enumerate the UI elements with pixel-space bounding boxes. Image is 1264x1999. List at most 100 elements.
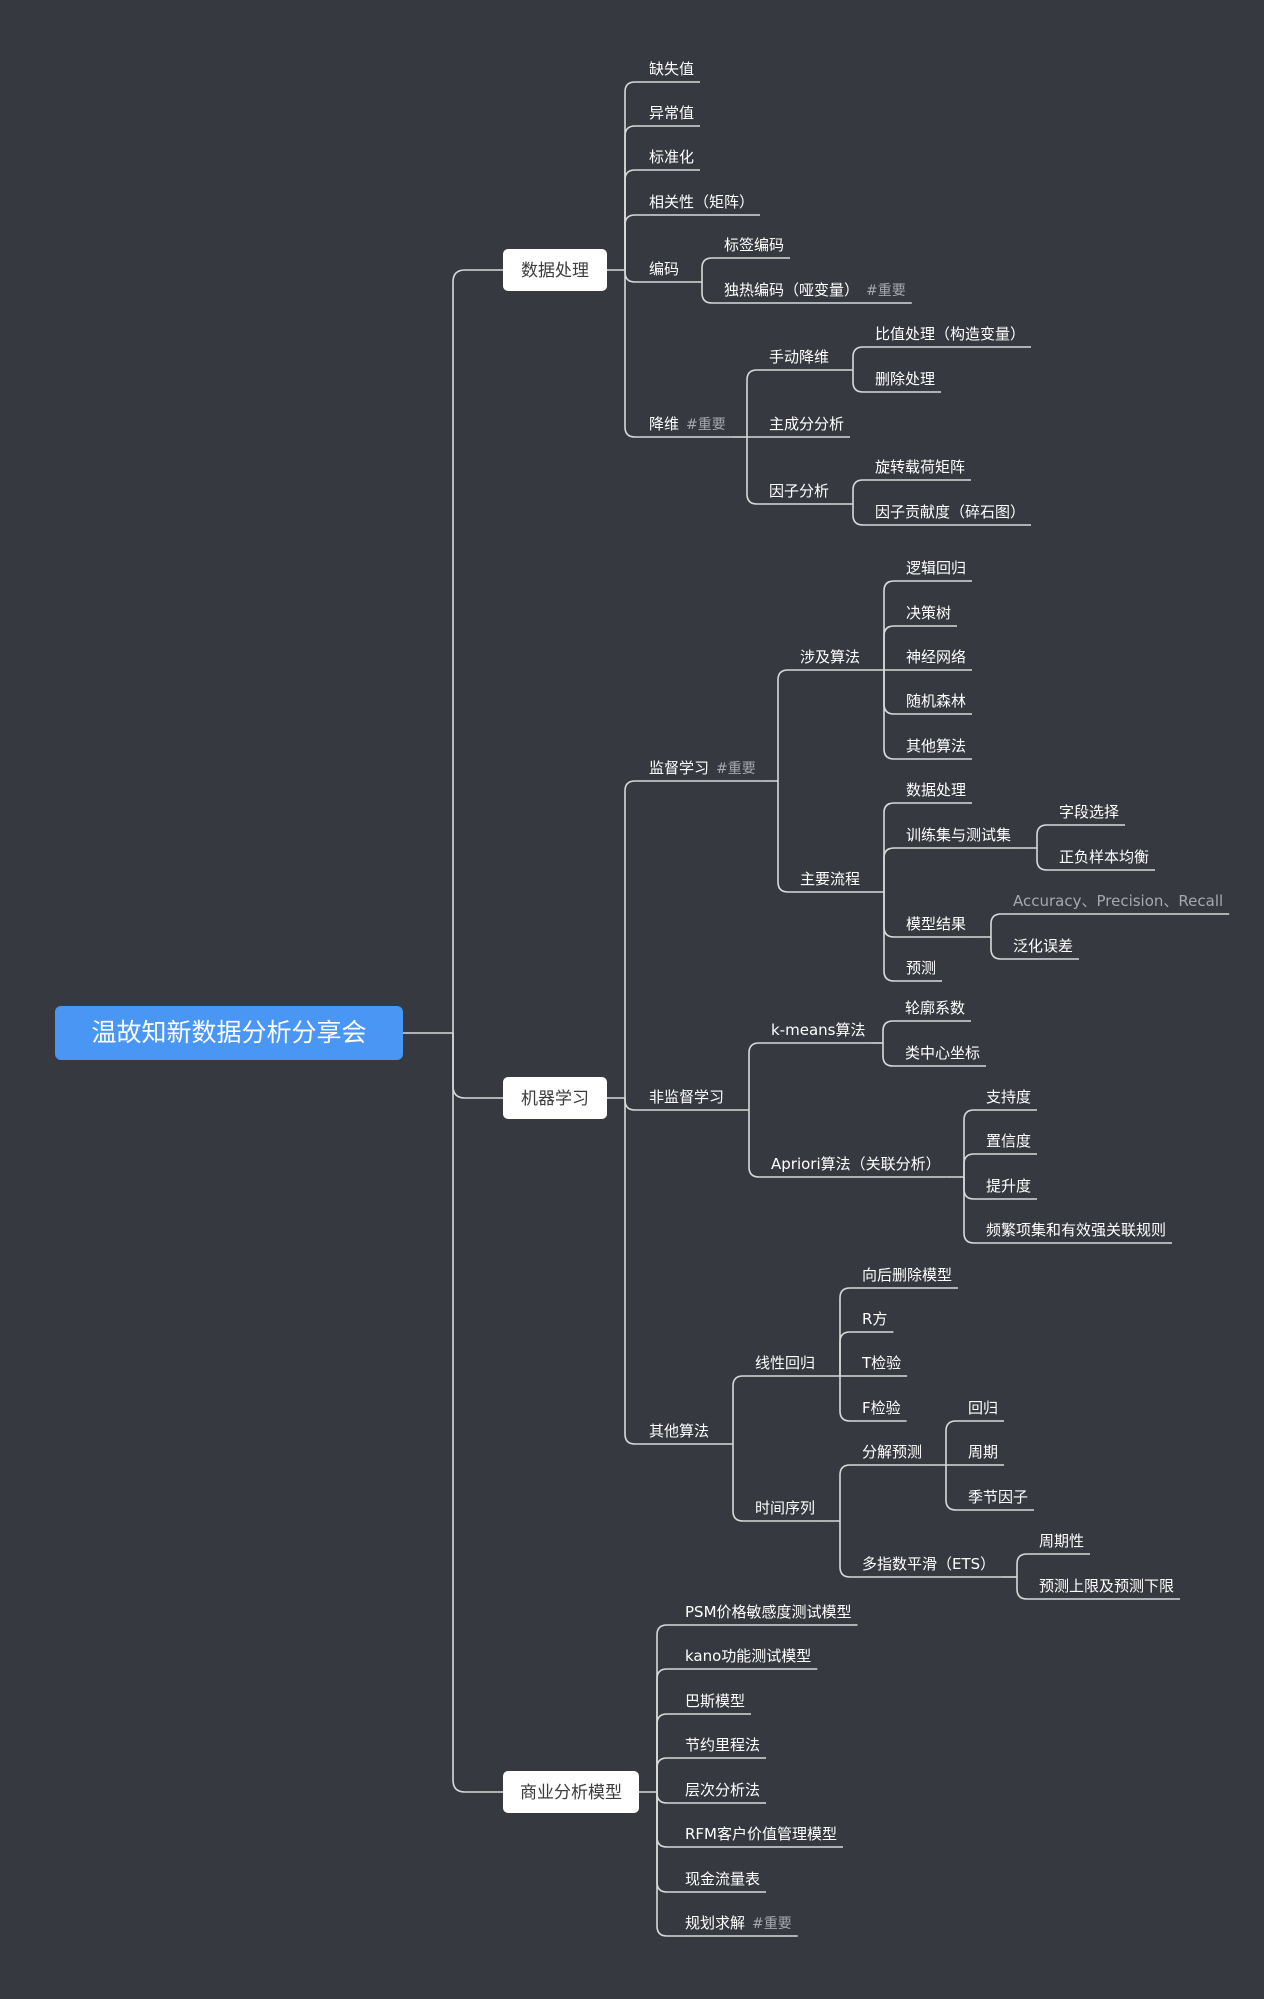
node-label: Apriori算法（关联分析） bbox=[771, 1155, 941, 1173]
connector bbox=[656, 1757, 681, 1792]
node-label: 其他算法 bbox=[649, 1422, 709, 1440]
node-m-1-1[interactable]: Apriori算法（关联分析） bbox=[767, 1155, 947, 1178]
important-tag: #重要 bbox=[866, 283, 906, 299]
connector bbox=[656, 1713, 681, 1792]
connector bbox=[963, 1177, 982, 1244]
topic-b[interactable]: 商业分析模型 bbox=[503, 1771, 639, 1813]
node-m-0-0-3[interactable]: 随机森林 bbox=[902, 692, 973, 715]
node-m-2-1-0-0[interactable]: 回归 bbox=[964, 1399, 1005, 1422]
node-m-0-1-2-1[interactable]: 泛化误差 bbox=[1009, 937, 1080, 960]
node-d-5-2-1[interactable]: 因子贡献度（碎石图） bbox=[871, 503, 1032, 526]
connector bbox=[624, 1098, 645, 1445]
node-b-7[interactable]: 规划求解#重要 bbox=[681, 1914, 798, 1937]
node-label: F检验 bbox=[862, 1399, 901, 1417]
node-m-0-1-2[interactable]: 模型结果 bbox=[902, 915, 973, 938]
node-m-1-0-1[interactable]: 类中心坐标 bbox=[901, 1044, 987, 1067]
node-m-0-1-3[interactable]: 预测 bbox=[902, 959, 943, 982]
connector bbox=[852, 346, 871, 370]
node-d-5-0-1[interactable]: 删除处理 bbox=[871, 370, 942, 393]
node-d-5-2[interactable]: 因子分析 bbox=[765, 482, 836, 505]
node-m-2-0-0[interactable]: 向后删除模型 bbox=[858, 1266, 959, 1289]
node-m-2-1-0-2[interactable]: 季节因子 bbox=[964, 1488, 1035, 1511]
node-label: 现金流量表 bbox=[685, 1870, 760, 1888]
topic-box bbox=[503, 249, 607, 291]
node-label: 比值处理（构造变量） bbox=[875, 325, 1025, 343]
node-m-2-0-2[interactable]: T检验 bbox=[858, 1354, 908, 1377]
node-m-0-0-1[interactable]: 决策树 bbox=[902, 604, 958, 627]
node-label: 分解预测 bbox=[862, 1443, 922, 1461]
node-m-1-1-2[interactable]: 提升度 bbox=[982, 1177, 1038, 1200]
node-m-0[interactable]: 监督学习#重要 bbox=[645, 759, 762, 782]
node-m-2-0-3[interactable]: F检验 bbox=[858, 1399, 907, 1422]
node-d-2[interactable]: 标准化 bbox=[645, 148, 701, 171]
node-m-1-0[interactable]: k-means算法 bbox=[767, 1021, 872, 1044]
node-m-1-1-0[interactable]: 支持度 bbox=[982, 1088, 1038, 1111]
node-d-3[interactable]: 相关性（矩阵） bbox=[645, 193, 761, 216]
node-m-2-1-1-0[interactable]: 周期性 bbox=[1035, 1532, 1091, 1555]
node-d-1[interactable]: 异常值 bbox=[645, 104, 701, 127]
node-label: RFM客户价值管理模型 bbox=[685, 1825, 837, 1843]
node-m-0-0-4[interactable]: 其他算法 bbox=[902, 737, 973, 760]
node-m-0-1[interactable]: 主要流程 bbox=[796, 870, 867, 893]
node-m-2-0-1[interactable]: R方 bbox=[858, 1310, 894, 1333]
node-b-2[interactable]: 巴斯模型 bbox=[681, 1692, 752, 1715]
connector bbox=[701, 257, 720, 282]
node-m-0-1-1[interactable]: 训练集与测试集 bbox=[902, 826, 1018, 849]
topic-box bbox=[503, 1077, 607, 1119]
connector bbox=[624, 169, 645, 270]
node-m-0-0[interactable]: 涉及算法 bbox=[796, 648, 867, 671]
node-d-5-0-0[interactable]: 比值处理（构造变量） bbox=[871, 325, 1032, 348]
node-m-2-1-1-1[interactable]: 预测上限及预测下限 bbox=[1035, 1577, 1181, 1600]
node-m-0-1-1-1[interactable]: 正负样本均衡 bbox=[1055, 848, 1156, 871]
node-b-6[interactable]: 现金流量表 bbox=[681, 1870, 767, 1893]
node-label: 轮廓系数 bbox=[905, 999, 965, 1017]
node-b-4[interactable]: 层次分析法 bbox=[681, 1781, 767, 1804]
node-label: 支持度 bbox=[986, 1088, 1031, 1106]
node-label: T检验 bbox=[861, 1354, 901, 1372]
connector bbox=[452, 269, 503, 1033]
node-d-4-1[interactable]: 独热编码（哑变量）#重要 bbox=[720, 281, 912, 304]
node-b-0[interactable]: PSM价格敏感度测试模型 bbox=[681, 1603, 858, 1626]
connector bbox=[748, 1042, 767, 1110]
node-d-5-0[interactable]: 手动降维 bbox=[765, 348, 836, 371]
node-m-1-1-1[interactable]: 置信度 bbox=[982, 1132, 1038, 1155]
node-d-4-0[interactable]: 标签编码 bbox=[720, 236, 791, 259]
node-label: 层次分析法 bbox=[685, 1781, 760, 1799]
root-topic-box bbox=[55, 1006, 403, 1060]
node-d-5[interactable]: 降维#重要 bbox=[645, 415, 732, 438]
node-b-3[interactable]: 节约里程法 bbox=[681, 1736, 767, 1759]
node-m-2-1-0-1[interactable]: 周期 bbox=[964, 1443, 1005, 1466]
node-m-2-1-1[interactable]: 多指数平滑（ETS） bbox=[858, 1555, 1002, 1578]
node-b-5[interactable]: RFM客户价值管理模型 bbox=[681, 1825, 843, 1848]
node-m-1[interactable]: 非监督学习 bbox=[645, 1088, 731, 1111]
node-m-1-0-0[interactable]: 轮廓系数 bbox=[901, 999, 972, 1022]
node-label: 主要流程 bbox=[800, 870, 860, 888]
connector bbox=[656, 1792, 681, 1893]
node-d-0[interactable]: 缺失值 bbox=[645, 60, 701, 83]
node-d-5-1[interactable]: 主成分分析 bbox=[765, 415, 851, 438]
node-m-0-0-0[interactable]: 逻辑回归 bbox=[902, 559, 973, 582]
node-m-0-1-2-0[interactable]: Accuracy、Precision、Recall bbox=[1009, 892, 1230, 915]
node-m-0-1-0[interactable]: 数据处理 bbox=[902, 781, 973, 804]
node-m-2-1[interactable]: 时间序列 bbox=[751, 1499, 822, 1522]
node-d-4[interactable]: 编码 bbox=[645, 260, 686, 283]
node-m-1-1-3[interactable]: 频繁项集和有效强关联规则 bbox=[982, 1221, 1173, 1244]
node-m-2[interactable]: 其他算法 bbox=[645, 1422, 716, 1445]
connector bbox=[852, 370, 871, 393]
node-label: R方 bbox=[862, 1310, 887, 1328]
node-b-1[interactable]: kano功能测试模型 bbox=[681, 1647, 818, 1670]
node-m-2-1-0[interactable]: 分解预测 bbox=[858, 1443, 929, 1466]
topic-d[interactable]: 数据处理 bbox=[503, 249, 607, 291]
connector bbox=[624, 214, 645, 270]
topic-m[interactable]: 机器学习 bbox=[503, 1077, 607, 1119]
connector bbox=[883, 802, 902, 892]
node-d-5-2-0[interactable]: 旋转载荷矩阵 bbox=[871, 458, 972, 481]
node-m-0-1-1-0[interactable]: 字段选择 bbox=[1055, 803, 1126, 826]
connector bbox=[1016, 1553, 1035, 1577]
connector bbox=[656, 1792, 681, 1848]
node-m-2-0[interactable]: 线性回归 bbox=[751, 1354, 822, 1377]
node-m-0-0-2[interactable]: 神经网络 bbox=[902, 648, 973, 671]
connector bbox=[963, 1177, 982, 1200]
root-topic[interactable]: 温故知新数据分析分享会 bbox=[55, 1006, 403, 1060]
node-label: 降维 bbox=[649, 415, 679, 433]
